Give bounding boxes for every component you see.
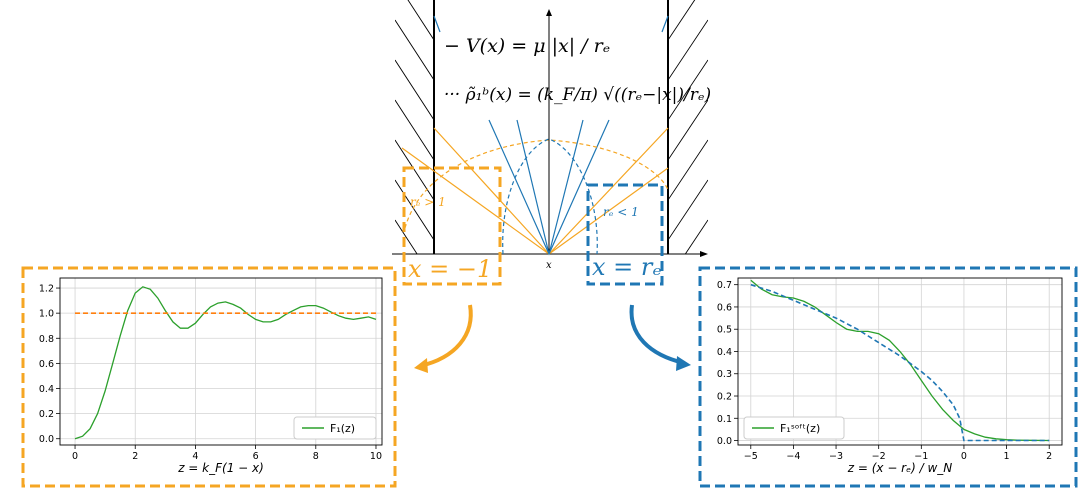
- legend-label: F₁(z): [330, 422, 355, 435]
- orange-potential-line-outer: [433, 127, 669, 255]
- plot-frame: [59, 277, 383, 446]
- x-tick-label: −4: [786, 451, 800, 462]
- x-tick-label: −1: [914, 451, 928, 462]
- x-tick-label: 4: [192, 451, 198, 462]
- y-tick-label: 0.3: [717, 369, 732, 380]
- x-tick-label: 0: [961, 451, 967, 462]
- left-chart: 0 2 4 6 8 10 0.0 0.2 0.4 0.6 0.8 1.0 1.2 z = k_F(1 − …: [39, 277, 383, 475]
- y-tick-label: 0.0: [717, 436, 732, 447]
- right-wall-hatching: [668, 0, 708, 254]
- left-highlight-box: [402, 166, 502, 286]
- x-axis-label: z = (x − rₑ) / w_N: [847, 461, 953, 475]
- legend-label: F₁ˢᵒᶠᵗ(z): [780, 422, 820, 435]
- legend-box: [293, 416, 377, 440]
- series-line: [750, 279, 1050, 442]
- y-tick-label: 1.0: [39, 309, 54, 320]
- right-highlight-box: [586, 183, 664, 286]
- reference-dashed-line: [750, 283, 1050, 442]
- potential-diagram: − V(x) = μ |x| / rₑ ··· ρ̃₁ᵇ(x) = (k_F/π…: [392, 0, 711, 373]
- left-chart-frame: [21, 266, 397, 488]
- y-tick-label: 0.6: [717, 302, 732, 313]
- x-tick-label: 2: [132, 451, 138, 462]
- x-tick-label: 10: [370, 451, 382, 462]
- legend-potential: − V(x) = μ |x| / rₑ: [444, 35, 610, 57]
- box-left-label: x = −1: [408, 255, 492, 283]
- legend-box: [743, 416, 845, 440]
- x-axis-label: z = k_F(1 − x): [177, 461, 264, 475]
- x-tick-label: 1: [1004, 451, 1010, 462]
- x-tick-label: 2: [1046, 451, 1052, 462]
- y-tick-label: 0.2: [717, 392, 732, 403]
- y-tick-label: 0.8: [39, 334, 54, 345]
- blue-curved-arrow: [629, 304, 685, 365]
- right-chart-frame: [698, 266, 1078, 488]
- vertical-axis-arrow: [546, 9, 552, 16]
- legend-density: ··· ρ̃₁ᵇ(x) = (k_F/π) √((rₑ−|x|)/rₑ): [444, 85, 711, 105]
- x-axis-label: x: [546, 260, 552, 271]
- orange-arrow-head: [414, 358, 428, 373]
- orange-curved-arrow: [419, 304, 473, 368]
- horizontal-axis-arrow: [700, 251, 708, 257]
- box-right-label: x = rₑ: [592, 253, 662, 281]
- x-tick-label: −2: [872, 451, 886, 462]
- label-re-greater-1: rₑ > 1: [410, 195, 446, 209]
- blue-top-right-tick: [661, 15, 669, 33]
- right-chart: −5 −4 −3 −2 −1 0 1 2 0.0 0.1 0.2 0.3 0.4 0.5 0.6 0.7 z =…: [717, 277, 1063, 475]
- x-tick-label: −5: [744, 451, 758, 462]
- blue-top-left-tick: [433, 15, 441, 33]
- blue-density-curve: [502, 138, 598, 255]
- y-tick-label: 0.7: [717, 280, 732, 291]
- y-tick-label: 0.4: [717, 347, 732, 358]
- x-tick-label: 6: [253, 451, 259, 462]
- y-tick-label: 0.6: [39, 359, 54, 370]
- series-line: [74, 286, 377, 440]
- y-tick-label: 0.2: [39, 409, 54, 420]
- y-tick-label: 1.2: [39, 284, 54, 295]
- x-tick-label: 8: [313, 451, 319, 462]
- label-re-less-1: rₑ < 1: [603, 205, 639, 219]
- blue-potential-line-steep: [516, 119, 584, 255]
- y-tick-label: 0.5: [717, 325, 732, 336]
- x-tick-label: −3: [829, 451, 843, 462]
- plot-frame: [737, 277, 1063, 446]
- y-tick-label: 0.1: [717, 414, 732, 425]
- left-wall-hatching: [395, 0, 434, 254]
- y-tick-label: 0.4: [39, 384, 54, 395]
- y-tick-label: 0.0: [39, 434, 54, 445]
- x-tick-label: 0: [72, 451, 78, 462]
- blue-arrow-head: [676, 356, 691, 371]
